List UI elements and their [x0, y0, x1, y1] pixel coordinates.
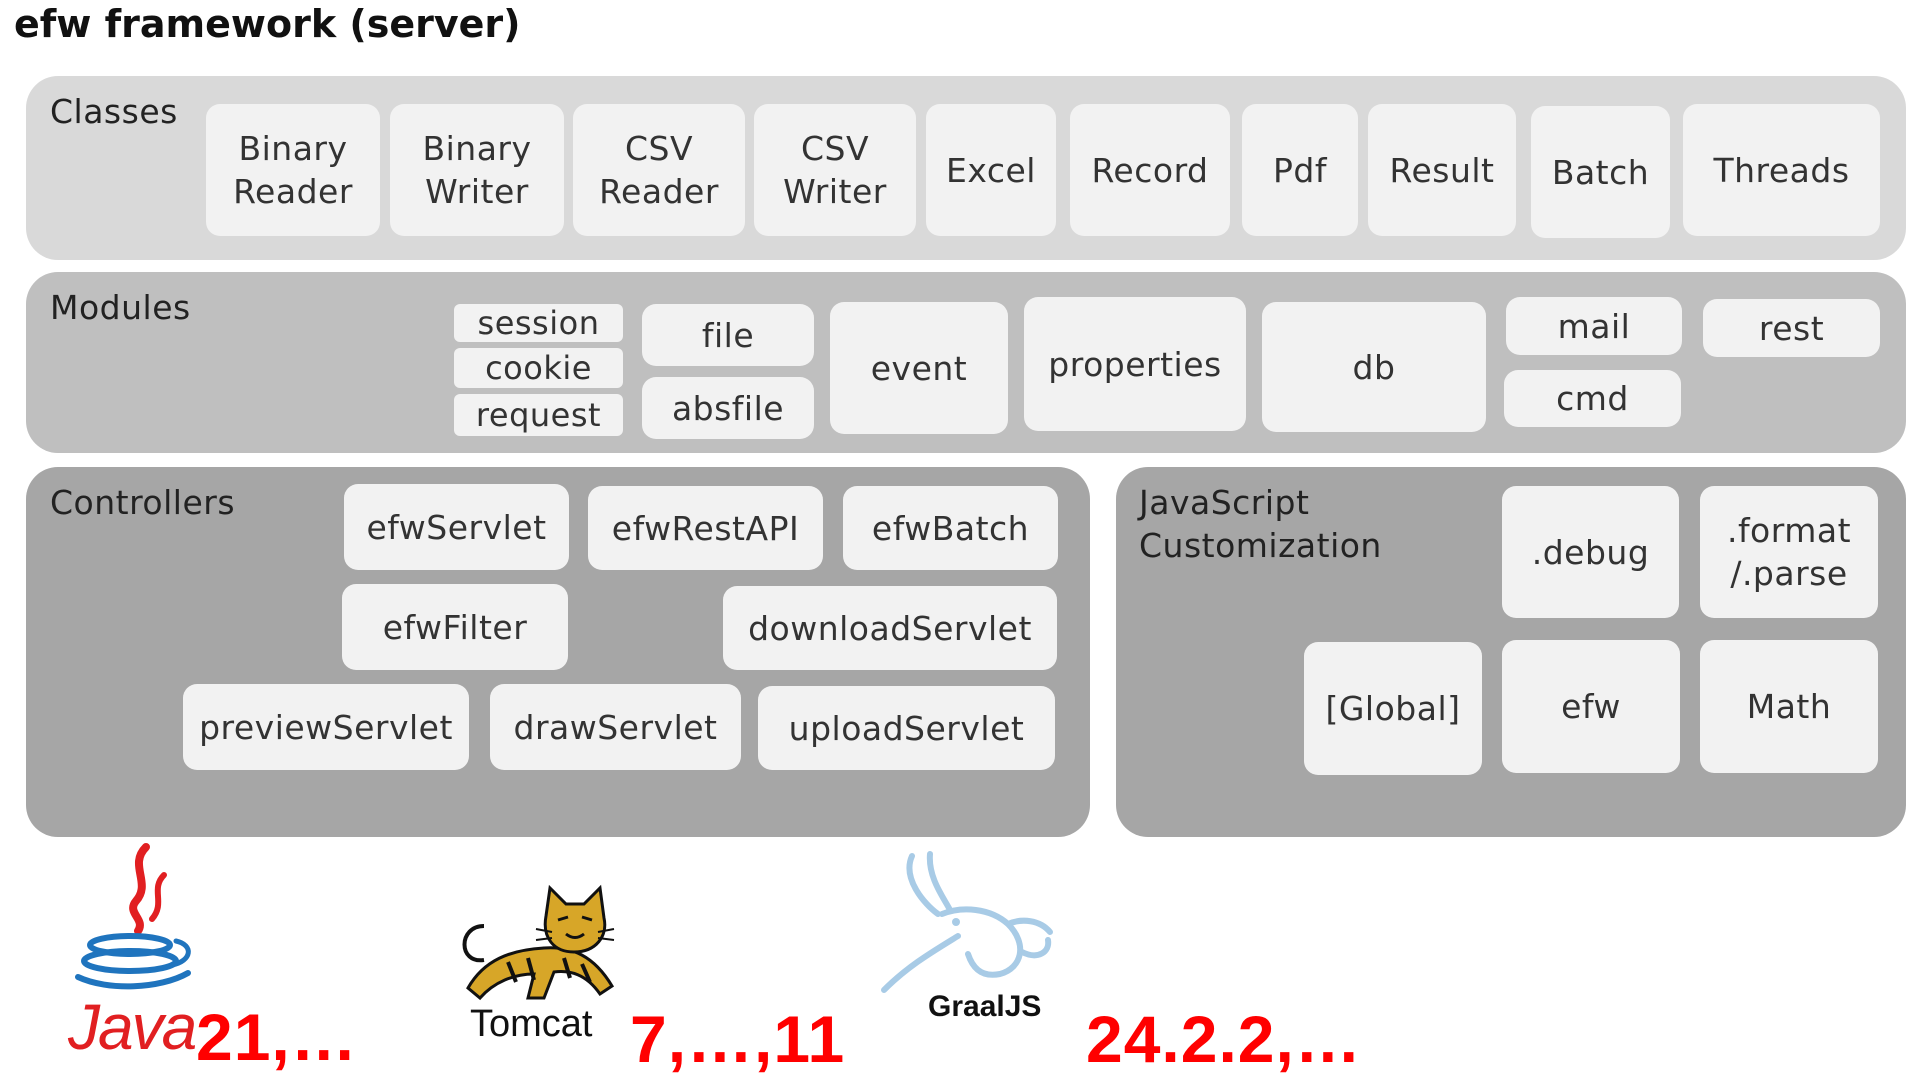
module-cookie: cookie	[454, 348, 623, 388]
tomcat-version: 7,…,11	[630, 1002, 846, 1076]
class-result: Result	[1368, 104, 1516, 236]
tomcat-logo-text: Tomcat	[470, 1003, 593, 1045]
class-excel: Excel	[926, 104, 1056, 236]
class-csv-reader: CSV Reader	[573, 104, 745, 236]
controller-downloadservlet: downloadServlet	[723, 586, 1057, 670]
controllers-label: Controllers	[50, 483, 236, 522]
js-math: Math	[1700, 640, 1878, 773]
java-logo-icon	[75, 843, 191, 990]
graaljs-version: 24.2.2,…	[1086, 1002, 1362, 1076]
module-db: db	[1262, 302, 1486, 432]
page-title: efw framework (server)	[14, 2, 521, 46]
js-efw: efw	[1502, 640, 1680, 773]
class-csv-writer: CSV Writer	[754, 104, 916, 236]
module-mail: mail	[1506, 297, 1682, 355]
modules-label: Modules	[50, 288, 191, 327]
controller-previewservlet: previewServlet	[183, 684, 469, 770]
class-threads: Threads	[1683, 104, 1880, 236]
controller-efwservlet: efwServlet	[344, 484, 569, 570]
js-debug: .debug	[1502, 486, 1679, 618]
controller-uploadservlet: uploadServlet	[758, 686, 1055, 770]
module-request: request	[454, 394, 623, 436]
graaljs-logo-text: GraalJS	[928, 990, 1042, 1023]
class-pdf: Pdf	[1242, 104, 1358, 236]
class-batch: Batch	[1531, 106, 1670, 238]
js-format-parse: .format /.parse	[1700, 486, 1878, 618]
java-version: 21,…	[196, 1000, 358, 1074]
module-event: event	[830, 302, 1008, 434]
tomcat-logo-icon	[462, 884, 615, 1001]
graaljs-logo-icon	[881, 851, 1053, 993]
module-file: file	[642, 304, 814, 366]
java-logo-text: Java	[68, 991, 197, 1063]
controller-efwfilter: efwFilter	[342, 584, 568, 670]
controller-drawservlet: drawServlet	[490, 684, 741, 770]
module-rest: rest	[1703, 299, 1880, 357]
js-global: [Global]	[1304, 642, 1482, 775]
module-session: session	[454, 304, 623, 342]
class-binary-reader: Binary Reader	[206, 104, 380, 236]
module-absfile: absfile	[642, 377, 814, 439]
js-customization-label: JavaScript Customization	[1139, 483, 1382, 565]
classes-label: Classes	[50, 92, 178, 131]
controller-efwbatch: efwBatch	[843, 486, 1058, 570]
controller-efwrestapi: efwRestAPI	[588, 486, 823, 570]
class-record: Record	[1070, 104, 1230, 236]
class-binary-writer: Binary Writer	[390, 104, 564, 236]
module-cmd: cmd	[1504, 370, 1681, 427]
module-properties: properties	[1024, 297, 1246, 431]
